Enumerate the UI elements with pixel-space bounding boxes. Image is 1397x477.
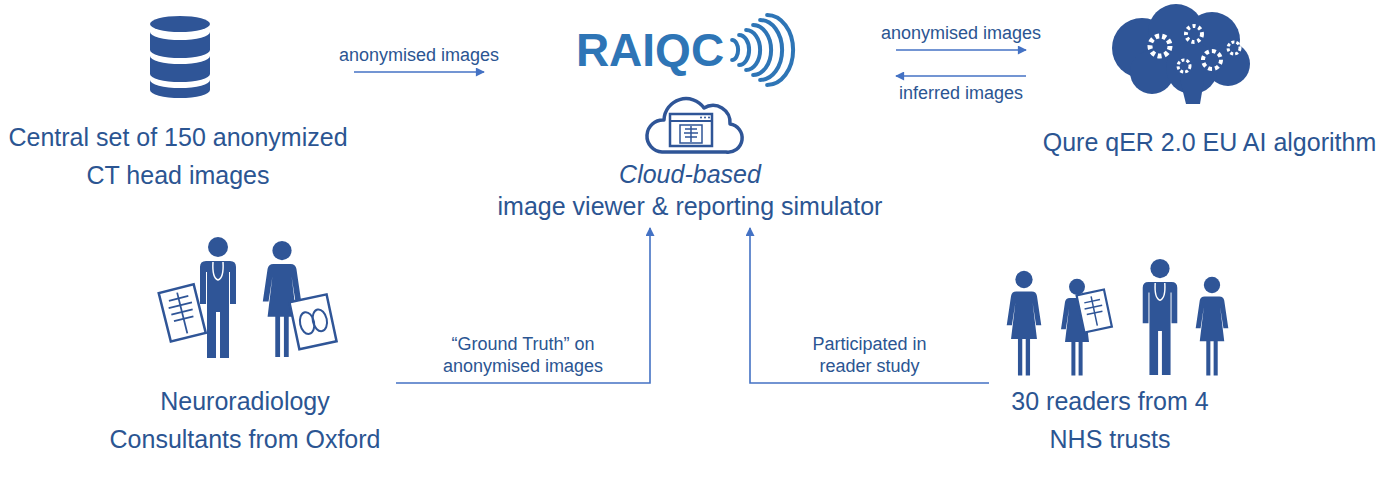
edge-label: inferred images bbox=[896, 82, 1026, 104]
woman-figure bbox=[1007, 271, 1042, 376]
readers-figures bbox=[1007, 259, 1229, 376]
woman-figure bbox=[1196, 277, 1229, 376]
node-text: image viewer & reporting simulator bbox=[490, 190, 890, 222]
database-band bbox=[150, 56, 210, 82]
node-text: Cloud-based bbox=[490, 158, 890, 190]
edge-label: “Ground Truth” on anonymised images bbox=[420, 333, 626, 377]
flow-arrow bbox=[896, 49, 1026, 51]
flow-arrow bbox=[750, 228, 989, 383]
cloud-viewer-icon bbox=[647, 99, 742, 153]
node-heading: Qure qER 2.0 EU AI algorithm bbox=[1032, 123, 1387, 161]
database-top bbox=[150, 16, 210, 32]
database-icon bbox=[150, 16, 210, 98]
database-band bbox=[150, 32, 210, 58]
man-figure bbox=[200, 237, 236, 358]
ai-algorithm: Qure qER 2.0 EU AI algorithm bbox=[1032, 8, 1387, 161]
platform: RAIQC Cloud-basedimage viewer & reporting… bbox=[490, 20, 890, 222]
ai-brain-icon bbox=[1112, 4, 1250, 104]
database-band bbox=[150, 80, 210, 98]
logo-waves bbox=[732, 15, 793, 85]
xray-sheet bbox=[1077, 289, 1112, 332]
reader-group: 30 readers from 4 NHS trusts bbox=[995, 232, 1225, 458]
xray-sheet bbox=[159, 284, 206, 341]
flow-arrow bbox=[354, 71, 484, 73]
node-heading: 30 readers from 4 NHS trusts bbox=[995, 382, 1225, 458]
flow-arrow bbox=[896, 75, 1026, 77]
data-source: Central set of 150 anonymized CT head im… bbox=[8, 8, 348, 194]
edge-label: anonymised images bbox=[336, 44, 502, 66]
node-heading: Neuroradiology Consultants from Oxford bbox=[100, 382, 390, 458]
flow-arrow bbox=[396, 228, 650, 383]
scan-sheet bbox=[289, 294, 336, 349]
man-figure bbox=[1143, 259, 1178, 375]
edge-label: Participated in reader study bbox=[787, 333, 953, 377]
ground-truth-source: Neuroradiology Consultants from Oxford bbox=[100, 232, 390, 458]
node-heading: RAIQC bbox=[576, 20, 724, 80]
node-heading: Central set of 150 anonymized CT head im… bbox=[8, 118, 348, 194]
consultants-figures bbox=[159, 237, 337, 358]
woman-figure bbox=[263, 241, 301, 357]
edge-label: anonymised images bbox=[878, 22, 1044, 44]
